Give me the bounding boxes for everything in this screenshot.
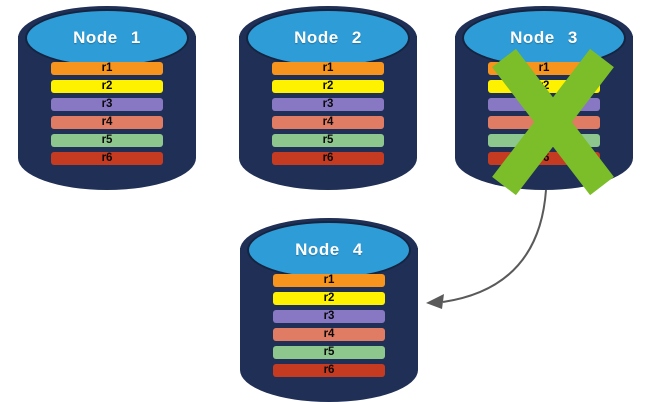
replica-bar-r4: r4: [273, 328, 385, 341]
replica-bar-r2: r2: [272, 80, 384, 93]
replica-bar-r1: r1: [273, 274, 385, 287]
replica-list: r1 r2 r3 r4 r5 r6: [272, 62, 384, 165]
node-title: Node 2: [294, 28, 362, 47]
replica-bar-r2: r2: [51, 80, 163, 93]
node-3: Node 3 r1 r2 r3 r4 r5 r6: [455, 6, 633, 190]
node-title: Node 3: [510, 28, 578, 47]
replica-bar-r3: r3: [51, 98, 163, 111]
replica-list: r1 r2 r3 r4 r5 r6: [51, 62, 163, 165]
replica-bar-r1: r1: [51, 62, 163, 75]
node-title: Node 4: [295, 240, 363, 259]
replica-bar-r5: r5: [272, 134, 384, 147]
replica-bar-r4: r4: [488, 116, 600, 129]
replica-bar-r2: r2: [488, 80, 600, 93]
replica-bar-r3: r3: [273, 310, 385, 323]
node-2: Node 2 r1 r2 r3 r4 r5 r6: [239, 6, 417, 190]
failover-arrow: [442, 189, 547, 303]
replica-bar-r3: r3: [488, 98, 600, 111]
cylinder-top-face: Node 4: [247, 221, 411, 279]
replica-bar-r6: r6: [273, 364, 385, 377]
replica-bar-r2: r2: [273, 292, 385, 305]
replica-bar-r5: r5: [273, 346, 385, 359]
replica-list: r1 r2 r3 r4 r5 r6: [273, 274, 385, 377]
failover-arrowhead: [426, 294, 444, 309]
replica-list: r1 r2 r3 r4 r5 r6: [488, 62, 600, 165]
replica-bar-r6: r6: [51, 152, 163, 165]
cylinder-top-face: Node 2: [246, 9, 410, 67]
replica-bar-r5: r5: [488, 134, 600, 147]
node-title: Node 1: [73, 28, 141, 47]
replica-bar-r1: r1: [488, 62, 600, 75]
cylinder-top-face: Node 1: [25, 9, 189, 67]
replica-bar-r1: r1: [272, 62, 384, 75]
replica-bar-r5: r5: [51, 134, 163, 147]
node-4: Node 4 r1 r2 r3 r4 r5 r6: [240, 218, 418, 402]
replica-bar-r4: r4: [51, 116, 163, 129]
node-1: Node 1 r1 r2 r3 r4 r5 r6: [18, 6, 196, 190]
replica-bar-r6: r6: [488, 152, 600, 165]
replica-bar-r4: r4: [272, 116, 384, 129]
replica-bar-r6: r6: [272, 152, 384, 165]
cylinder-top-face: Node 3: [462, 9, 626, 67]
replica-bar-r3: r3: [272, 98, 384, 111]
